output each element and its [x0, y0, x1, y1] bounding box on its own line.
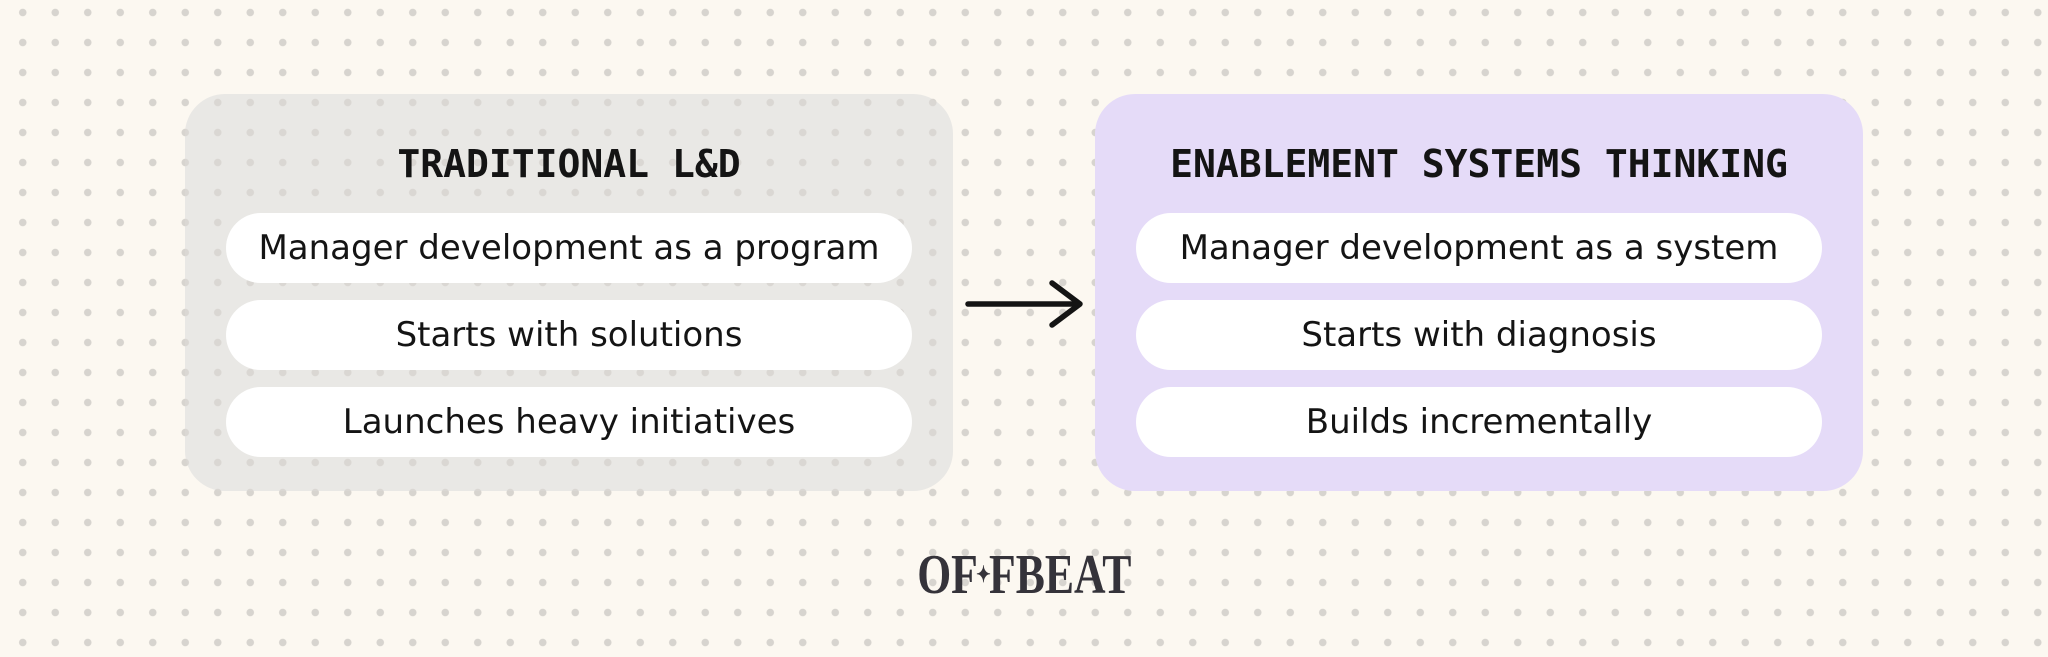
pill-launches-heavy-initiatives: Launches heavy initiatives	[226, 387, 912, 457]
panel-title-enablement: ENABLEMENT SYSTEMS THINKING	[1170, 142, 1788, 186]
offbeat-logo: OF✦FBEAT	[0, 546, 2048, 604]
offbeat-logo-text: OF✦FBEAT	[917, 546, 1131, 604]
pill-manager-development-program: Manager development as a program	[226, 213, 912, 283]
arrow-right-icon	[963, 270, 1091, 338]
pill-manager-development-system: Manager development as a system	[1136, 213, 1822, 283]
pill-list-enablement: Manager development as a system Starts w…	[1136, 213, 1822, 457]
pill-starts-with-solutions: Starts with solutions	[226, 300, 912, 370]
panel-traditional-ld: TRADITIONAL L&D Manager development as a…	[185, 94, 953, 491]
panel-enablement-systems-thinking: ENABLEMENT SYSTEMS THINKING Manager deve…	[1095, 94, 1863, 491]
panel-title-traditional-ld: TRADITIONAL L&D	[397, 142, 741, 186]
pill-list-traditional: Manager development as a program Starts …	[226, 213, 912, 457]
pill-starts-with-diagnosis: Starts with diagnosis	[1136, 300, 1822, 370]
sparkle-icon: ✦	[975, 562, 991, 587]
pill-builds-incrementally: Builds incrementally	[1136, 387, 1822, 457]
logo-text-right: FBEAT	[988, 544, 1132, 607]
logo-text-left: OF	[916, 544, 978, 607]
